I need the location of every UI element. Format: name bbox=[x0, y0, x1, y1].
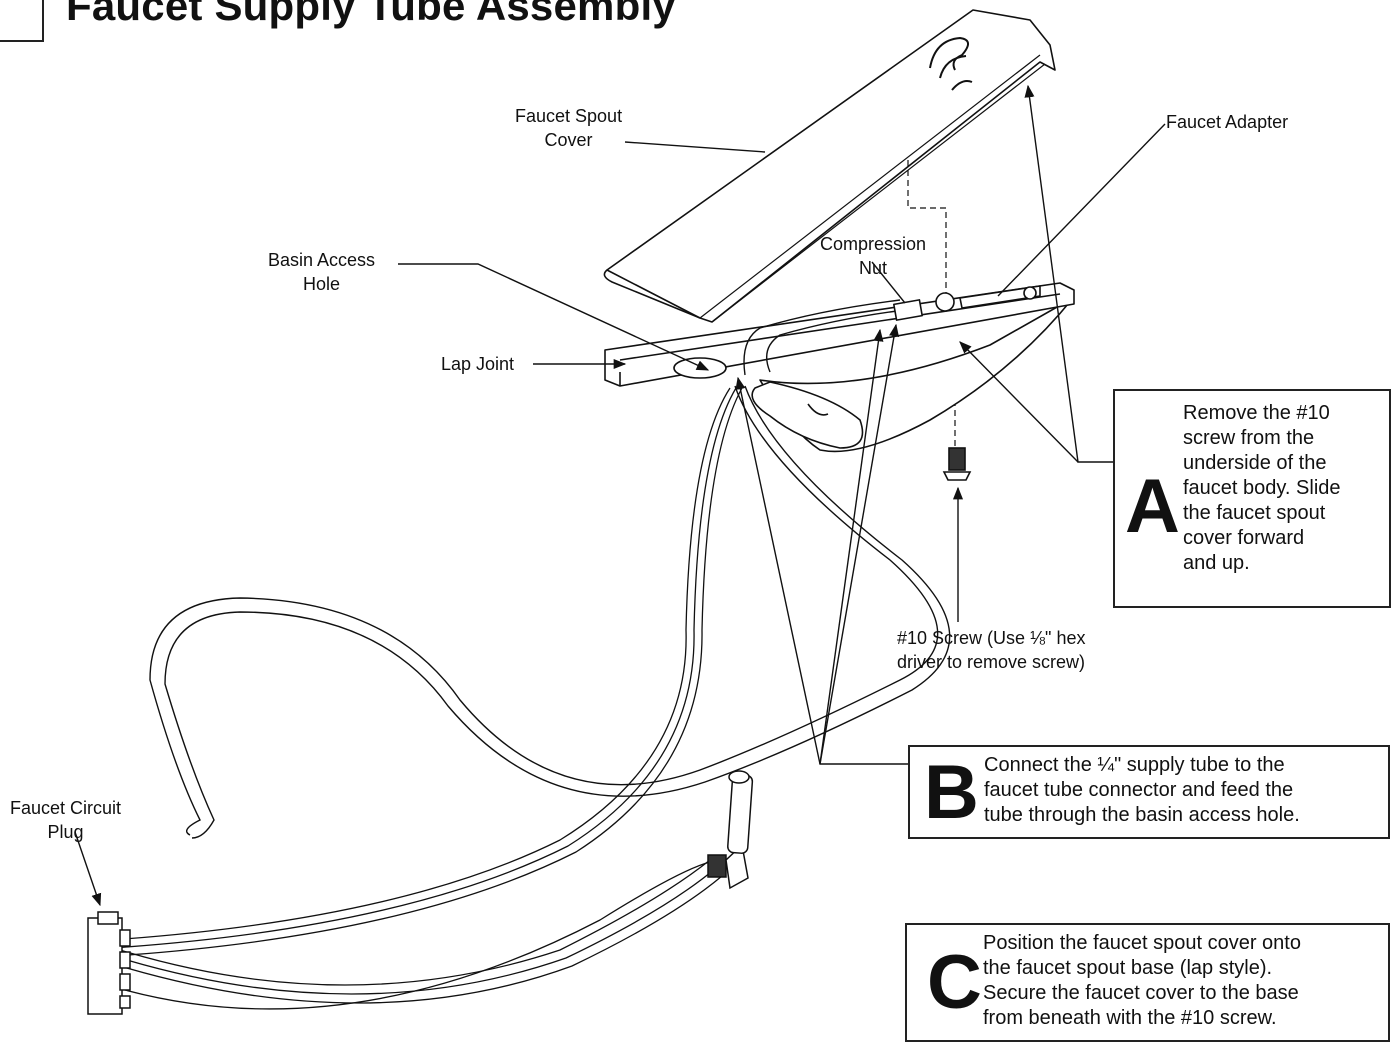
page-title: Faucet Supply Tube Assembly bbox=[66, 0, 676, 29]
faucet-body bbox=[604, 282, 1075, 453]
faucet-spout-cover bbox=[603, 9, 1056, 323]
tube-connector bbox=[707, 770, 754, 890]
step-number-box bbox=[0, 0, 44, 42]
leader-lines bbox=[74, 84, 1166, 907]
callout-c-letter: C bbox=[927, 940, 982, 1025]
logo-mark bbox=[929, 36, 973, 91]
label-faucet-adapter: Faucet Adapter bbox=[1166, 112, 1289, 132]
callout-a-letter: A bbox=[1125, 464, 1180, 549]
callout-b-letter: B bbox=[924, 750, 979, 835]
label-lap-joint: Lap Joint bbox=[441, 354, 515, 374]
screw-10 bbox=[942, 447, 972, 481]
circuit-plug bbox=[87, 911, 131, 1015]
wire-harness bbox=[109, 387, 743, 1010]
supply-tube bbox=[149, 385, 951, 839]
